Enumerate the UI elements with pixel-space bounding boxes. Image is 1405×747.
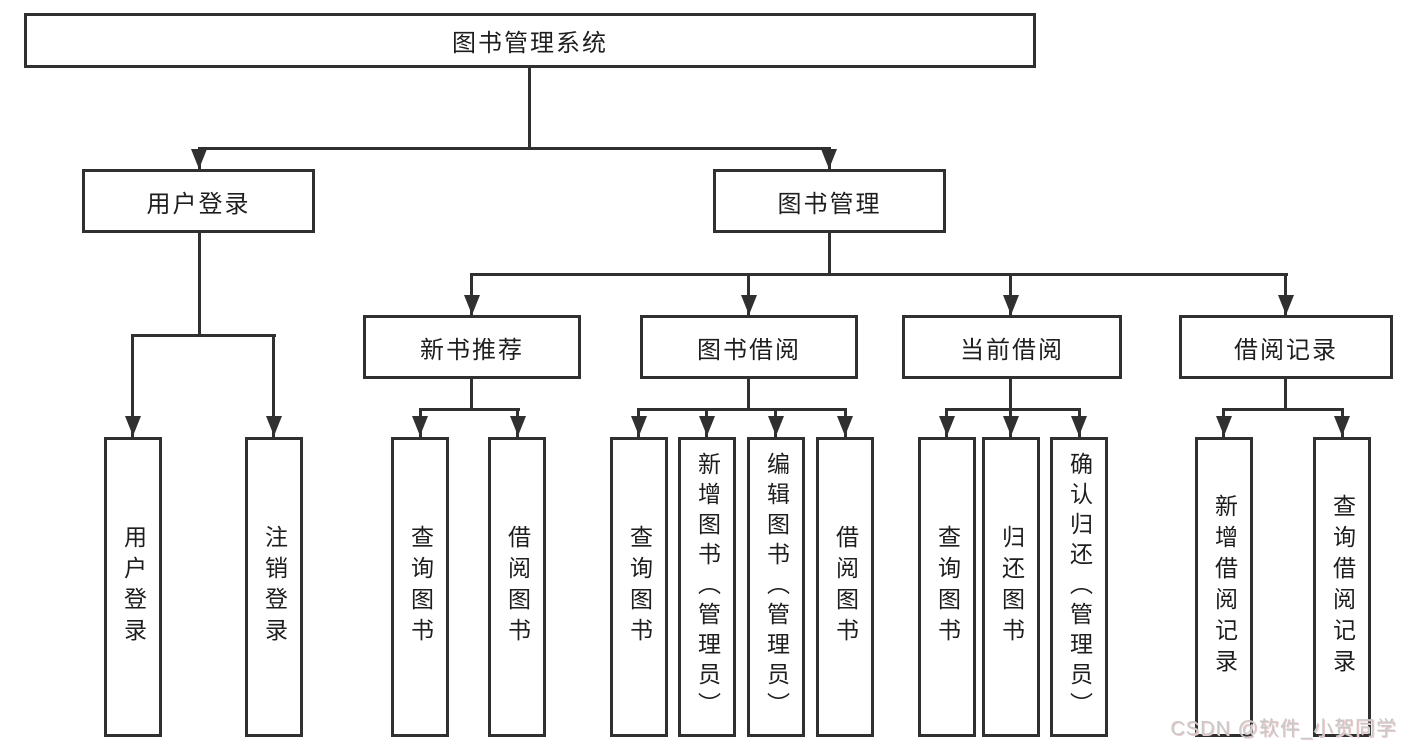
connector-line xyxy=(637,408,847,411)
arrow-down-icon xyxy=(266,416,282,436)
arrow-down-icon xyxy=(939,416,955,436)
connector-line xyxy=(131,334,134,437)
arrow-down-icon xyxy=(768,416,784,436)
leaf-query-books-borrow: 查询图书 xyxy=(610,437,668,737)
leaf-label: 编辑图书（管理员） xyxy=(763,452,790,722)
node-borrow-records: 借阅记录 xyxy=(1179,315,1393,379)
connector-line xyxy=(198,147,831,150)
leaf-user-login: 用户登录 xyxy=(104,437,162,737)
connector-line xyxy=(272,334,275,437)
arrow-down-icon xyxy=(412,416,428,436)
connector-line xyxy=(419,408,520,411)
leaf-borrow-books-recommend: 借阅图书 xyxy=(488,437,546,737)
leaf-edit-book-admin: 编辑图书（管理员） xyxy=(747,437,805,737)
leaf-label: 新增图书（管理员） xyxy=(694,452,721,722)
leaf-query-books-current: 查询图书 xyxy=(918,437,976,737)
arrow-down-icon xyxy=(631,416,647,436)
node-user-login: 用户登录 xyxy=(82,169,315,233)
leaf-add-borrow-record: 新增借阅记录 xyxy=(1195,437,1253,737)
leaf-label: 借阅图书 xyxy=(832,525,859,649)
arrow-down-icon xyxy=(741,295,757,315)
node-book-management: 图书管理 xyxy=(713,169,946,233)
leaf-label: 注销登录 xyxy=(261,525,288,649)
arrow-down-icon xyxy=(510,416,526,436)
connector-line xyxy=(1009,379,1012,408)
connector-line xyxy=(470,273,1288,276)
connector-line xyxy=(747,379,750,408)
leaf-label: 借阅图书 xyxy=(504,525,531,649)
arrow-down-icon xyxy=(191,149,207,169)
leaf-query-books-recommend: 查询图书 xyxy=(391,437,449,737)
connector-line xyxy=(945,408,1081,411)
connector-line xyxy=(1222,408,1344,411)
leaf-logout: 注销登录 xyxy=(245,437,303,737)
leaf-label: 确认归还（管理员） xyxy=(1066,452,1093,722)
arrow-down-icon xyxy=(1003,295,1019,315)
arrow-down-icon xyxy=(821,149,837,169)
connector-line xyxy=(131,334,276,337)
node-library-system: 图书管理系统 xyxy=(24,13,1036,68)
connector-line xyxy=(470,273,473,315)
connector-line xyxy=(828,233,831,273)
arrow-down-icon xyxy=(1216,416,1232,436)
connector-line xyxy=(1284,379,1287,408)
node-current-borrow: 当前借阅 xyxy=(902,315,1122,379)
leaf-add-book-admin: 新增图书（管理员） xyxy=(678,437,736,737)
leaf-label: 查询借阅记录 xyxy=(1329,494,1356,680)
arrow-down-icon xyxy=(1334,416,1350,436)
leaf-query-borrow-record: 查询借阅记录 xyxy=(1313,437,1371,737)
watermark: CSDN @软件_小贺同学 xyxy=(1170,718,1397,740)
arrow-down-icon xyxy=(1278,295,1294,315)
arrow-down-icon xyxy=(125,416,141,436)
arrow-down-icon xyxy=(837,416,853,436)
connector-line xyxy=(470,379,473,408)
leaf-borrow-books: 借阅图书 xyxy=(816,437,874,737)
connector-line xyxy=(747,273,750,315)
node-book-borrow: 图书借阅 xyxy=(640,315,858,379)
leaf-label: 查询图书 xyxy=(407,525,434,649)
leaf-label: 查询图书 xyxy=(626,525,653,649)
leaf-label: 新增借阅记录 xyxy=(1211,494,1238,680)
arrow-down-icon xyxy=(1003,416,1019,436)
connector-line xyxy=(1284,273,1287,315)
leaf-label: 归还图书 xyxy=(998,525,1025,649)
leaf-label: 查询图书 xyxy=(934,525,961,649)
arrow-down-icon xyxy=(1071,416,1087,436)
connector-line xyxy=(1009,273,1012,315)
connector-line xyxy=(528,68,531,147)
arrow-down-icon xyxy=(464,295,480,315)
connector-line xyxy=(198,233,201,334)
arrow-down-icon xyxy=(699,416,715,436)
leaf-confirm-return-admin: 确认归还（管理员） xyxy=(1050,437,1108,737)
leaf-label: 用户登录 xyxy=(120,525,147,649)
leaf-return-book: 归还图书 xyxy=(982,437,1040,737)
node-new-book-recommend: 新书推荐 xyxy=(363,315,581,379)
